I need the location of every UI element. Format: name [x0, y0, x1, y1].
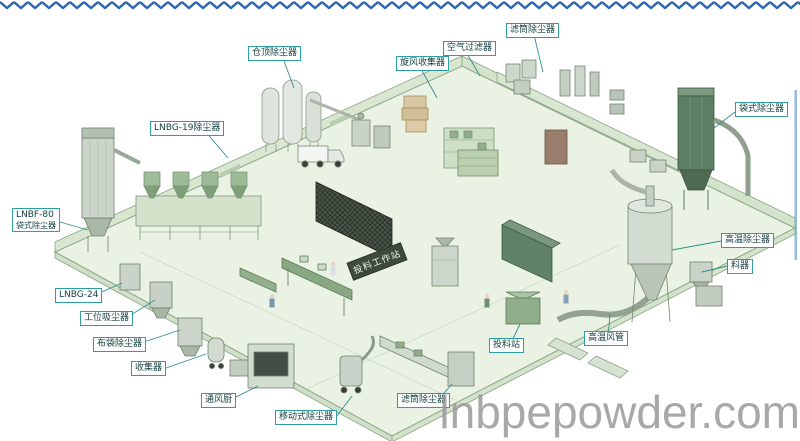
label-bag-dust-collector-right: 袋式除尘器 — [735, 102, 789, 117]
feeder-unit — [689, 261, 723, 307]
label-lnbf80-bag-dust-collector: LNBF-80 袋式除尘器 — [12, 208, 60, 233]
truck — [297, 145, 345, 168]
label-lnbf80-model: LNBF-80 — [16, 210, 54, 220]
bottom-center-machines — [379, 335, 475, 387]
label-feeding-station: 投料站 — [489, 338, 525, 353]
storage-shelves — [457, 59, 667, 177]
pallets — [547, 337, 629, 379]
silos — [261, 79, 361, 152]
label-lnbg19-dust-collector: LNBG-19除尘器 — [150, 121, 225, 136]
label-high-temp-dust-collector: 高温除尘器 — [721, 233, 775, 248]
upper-machines — [351, 112, 391, 149]
label-feeder: 料器 — [727, 259, 754, 274]
label-cartridge-dust-collector-bottom: 滤筒除尘器 — [397, 393, 451, 408]
watermark: lnbpepowder.com — [439, 386, 800, 438]
left-baghouse — [81, 127, 141, 252]
label-collector: 收集器 — [131, 361, 167, 376]
feeding-station — [505, 291, 541, 325]
feeding-cabinet — [501, 219, 561, 283]
center-machine — [431, 237, 459, 287]
green-process-line — [135, 171, 262, 240]
label-cartridge-dust-collector-top: 滤筒除尘器 — [506, 23, 560, 38]
label-silo-top-dust-collector: 仓顶除尘器 — [248, 46, 302, 61]
high-temp-duct — [556, 293, 653, 323]
mobile-collector — [339, 335, 376, 394]
right-edge-line — [794, 90, 797, 260]
top-zigzag-border — [0, 0, 800, 10]
cardboard-boxes — [401, 95, 429, 133]
workbenches — [239, 255, 353, 316]
label-high-temp-duct: 高温风管 — [584, 331, 629, 346]
bag-filter-unit — [677, 87, 751, 210]
label-lnbf80-type: 袋式除尘器 — [16, 220, 56, 230]
bottom-left-machines — [119, 263, 251, 377]
label-workstation-vacuum: 工位吸尘器 — [80, 311, 134, 326]
label-cloth-bag-dust-collector: 布袋除尘器 — [93, 337, 147, 352]
label-air-filter: 空气过滤器 — [443, 41, 497, 56]
cyclone-separator — [609, 168, 673, 323]
fume-hood — [247, 343, 295, 389]
label-lnbg24: LNBG-24 — [55, 288, 103, 303]
label-cyclone-collector: 旋风收集器 — [396, 56, 450, 71]
workers — [269, 261, 569, 308]
label-fume-hood: 通风厨 — [201, 393, 237, 408]
label-mobile-dust-collector: 移动式除尘器 — [275, 410, 338, 425]
